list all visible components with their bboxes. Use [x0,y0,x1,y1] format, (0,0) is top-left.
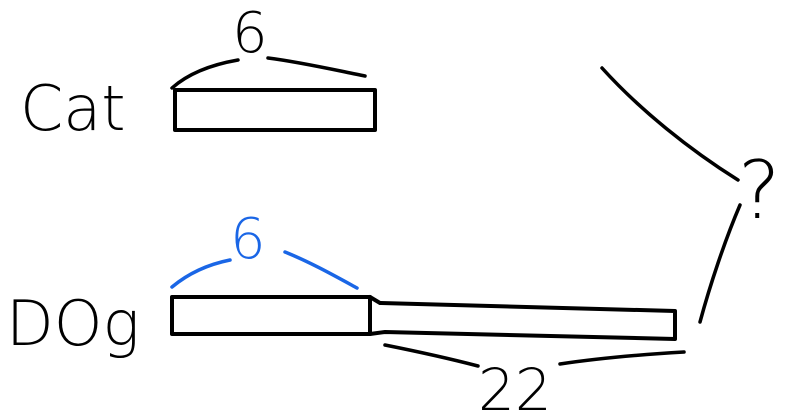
total-brace [600,66,742,324]
dog-brace-blue [170,250,359,290]
dog-bar-segment-2 [368,295,677,341]
total-question-mark: ? [738,144,780,237]
dog-label: DOg [6,287,140,360]
dog-segment-2-value: 22 [478,356,552,416]
cat-segment-value: 6 [232,1,268,66]
dog-segment-1-value: 6 [230,207,266,272]
cat-brace [170,56,367,90]
dog-bar-segment-1 [170,295,372,336]
cat-bar [173,88,377,132]
cat-label: Cat [20,72,126,145]
dog-brace-22 [383,343,686,368]
